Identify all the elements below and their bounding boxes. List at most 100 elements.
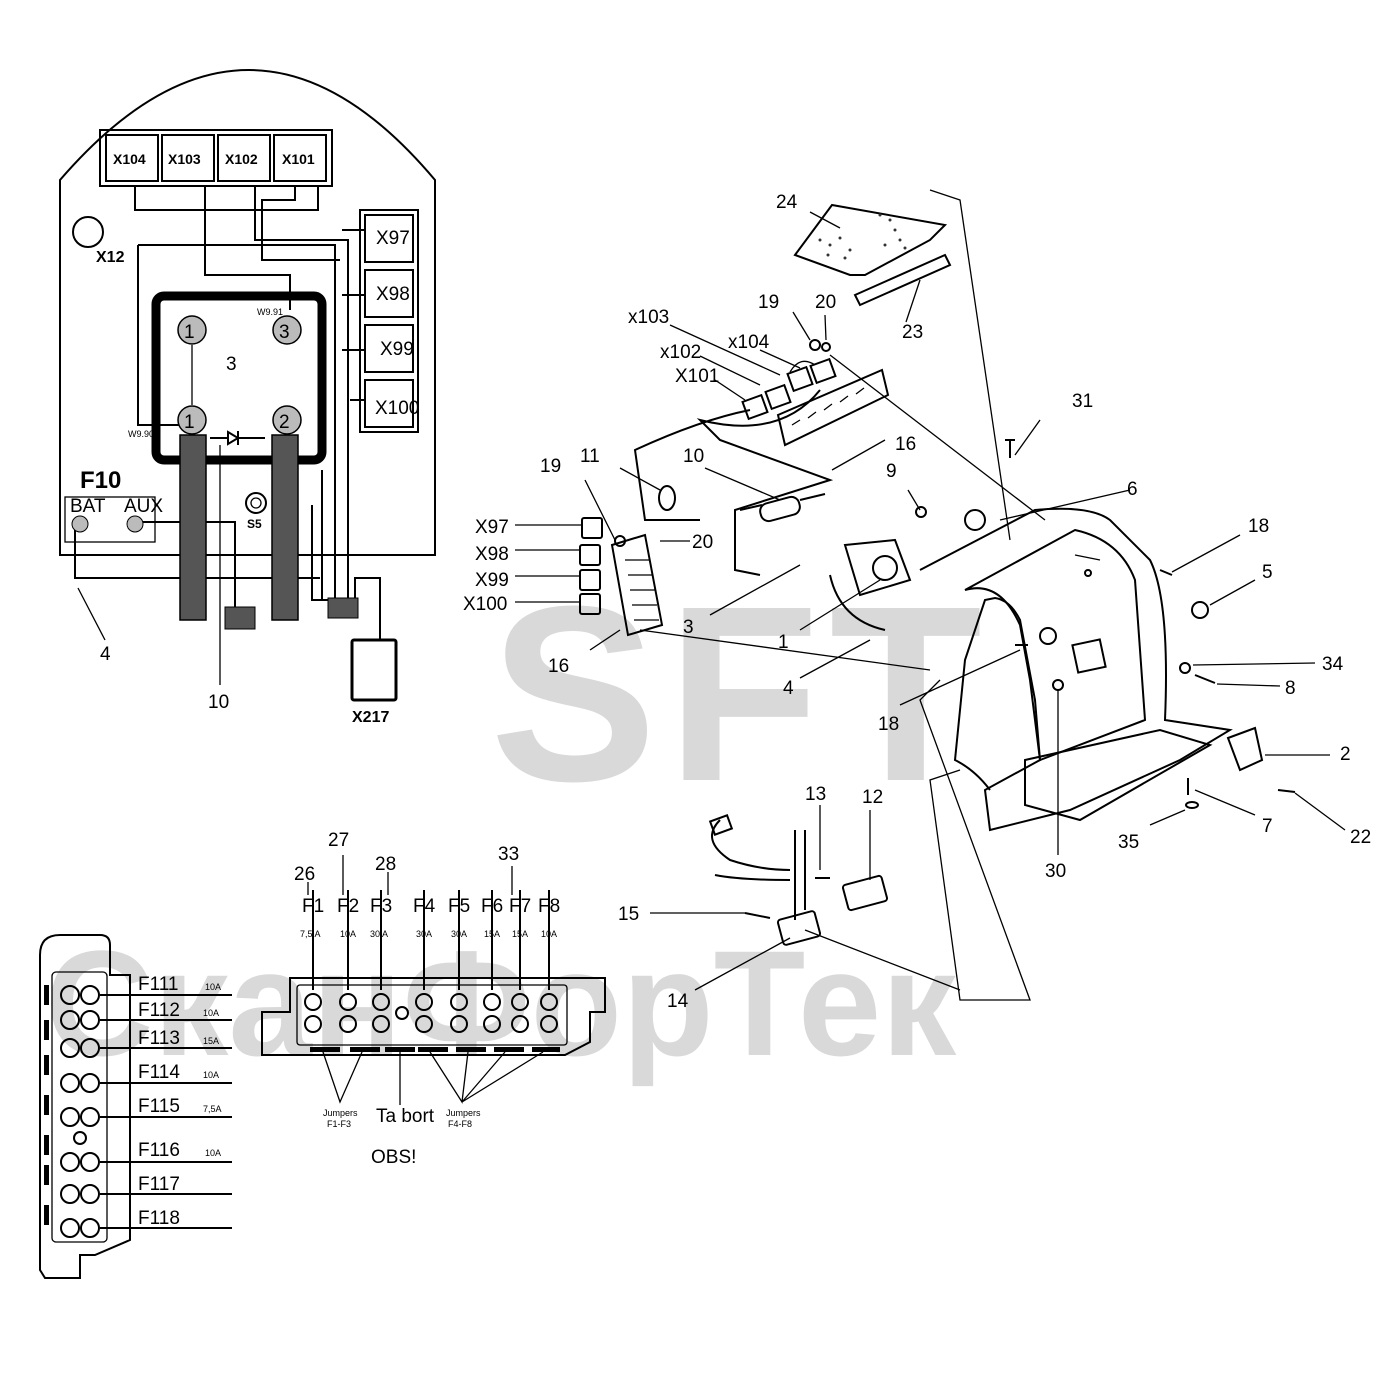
part-19-nut [809, 339, 821, 351]
fuse-f6 [483, 890, 501, 1033]
relay-connector-cluster [741, 357, 837, 421]
fuse-f7-name: F7 [509, 896, 531, 917]
part-3-label: 3 [683, 617, 694, 638]
part-5-button [1191, 601, 1209, 619]
label-x99: X99 [475, 570, 509, 591]
connector-housing [99, 129, 333, 187]
part-20-label: 20 [815, 292, 836, 313]
part-5-label: 5 [1262, 562, 1273, 583]
fuse-f117-name: F117 [138, 1174, 180, 1195]
side-connectors: X97 X98 X99 X100 [359, 209, 419, 433]
wire-harness [633, 389, 834, 576]
x217-label: X217 [352, 709, 389, 726]
fuse-f118-name: F118 [138, 1208, 180, 1229]
part-grommet [964, 509, 986, 531]
fuse-block-inner [51, 971, 108, 1243]
s5-label: S5 [247, 517, 262, 531]
part-22-bolt [1277, 789, 1296, 793]
part-9-label: 9 [886, 461, 897, 482]
fuse-f114-rating: 10A [203, 1070, 219, 1080]
relay-block [151, 291, 327, 465]
part-24-cover [793, 203, 948, 276]
label-x103: x103 [628, 307, 669, 328]
part-4-label: 4 [783, 678, 794, 699]
fuse-block-fuses [60, 985, 232, 1238]
label-x104: x104 [728, 332, 770, 353]
connector-x97 [364, 214, 414, 263]
bat-terminal [71, 515, 89, 533]
fuse-strip-callouts: 26 27 28 33 [294, 830, 519, 895]
fuse-f7 [511, 890, 529, 1033]
relays-x97-x100 [515, 517, 603, 615]
fuse-f4 [415, 890, 433, 1033]
part-14-clamp [776, 910, 822, 946]
fuse-strip-ratings: 7,5 A 10A 30 A 30A 30A 15A 15A 10A [300, 929, 557, 939]
jumpers-a-label: Jumpers [323, 1108, 358, 1118]
watermark-brand: SFT [490, 554, 992, 833]
part-9-nut [915, 506, 927, 518]
fuse-f116 [60, 1152, 232, 1172]
junction-panel: X104 X103 X102 X101 X12 X97 X98 X99 X100 [59, 69, 436, 726]
label-x98: X98 [475, 544, 509, 565]
part-1-label: 1 [778, 632, 789, 653]
part-16-relay-bank [610, 533, 664, 637]
callout-3: 3 [226, 354, 237, 375]
callout-28: 28 [375, 854, 396, 875]
fuse-f4-rating: 30A [416, 929, 432, 939]
label-x101: X101 [675, 366, 719, 387]
part-30-label: 30 [1045, 861, 1066, 882]
part-19-left-label: 19 [540, 456, 561, 477]
fuse-title: F10 [80, 467, 121, 494]
part-24-label: 24 [776, 192, 798, 213]
fuse-block-slots [44, 985, 49, 1225]
part-8-bolt [1194, 674, 1216, 684]
f10-fuse-holder [64, 496, 156, 543]
callout-10: 10 [208, 692, 229, 713]
label-x97: X97 [475, 517, 509, 538]
fuse-strip: F1 F2 F3 F4 F5 F6 F7 F8 7,5 A 10A 30 A 3… [261, 830, 606, 1168]
relay-pin-1-top-label: 1 [184, 322, 195, 343]
fuse-f113 [60, 1038, 232, 1058]
part-24-dots [818, 213, 907, 260]
label-x102: x102 [660, 342, 701, 363]
exploded-connector-labels: x103 x102 x104 X101 X97 X98 X99 X100 [463, 307, 770, 615]
fuse-block: F111 F112 F113 F114 F115 F116 F117 F118 … [39, 934, 232, 1279]
fuse-f2-rating: 10A [340, 929, 356, 939]
fuse-f1-rating: 7,5 A [300, 929, 321, 939]
callout-4: 4 [100, 644, 111, 665]
leader-lines [584, 211, 1346, 991]
fuse-f112-rating: 10A [203, 1008, 219, 1018]
relay-pin-2 [272, 405, 302, 435]
relay-pin-1-bottom-label: 1 [184, 412, 195, 433]
fuse-f117 [60, 1184, 232, 1204]
side-connector-housing [359, 209, 419, 433]
part-16-left-label: 16 [548, 656, 569, 677]
x12-terminal [72, 216, 104, 248]
bus-bar-right [271, 434, 299, 621]
connector-x98 [364, 269, 414, 318]
relay-pin-3-label: 3 [279, 322, 290, 343]
fuse-f111-rating: 10A [205, 982, 221, 992]
fuse-f3-rating: 30 A [370, 929, 388, 939]
connector-x101 [273, 134, 327, 182]
part-20-washer [821, 342, 831, 352]
fuse-f3-name: F3 [370, 896, 392, 917]
fuse-f113-rating: 15A [203, 1036, 219, 1046]
callout-33: 33 [498, 844, 519, 865]
aux-label: AUX [124, 496, 163, 517]
top-connectors: X104 X103 X102 X101 [99, 129, 333, 187]
part-2-switch [1226, 726, 1264, 772]
fuse-block-names: F111 F112 F113 F114 F115 F116 F117 F118 [138, 974, 180, 1229]
part-18-lower-label: 18 [878, 714, 899, 735]
fuse-f115-rating: 7,5A [203, 1104, 222, 1114]
callout-4-leader [77, 587, 106, 641]
bat-label: BAT [70, 496, 106, 517]
fuse-f5 [450, 890, 468, 1033]
x12-label: X12 [96, 249, 125, 266]
fuse-f8 [540, 890, 558, 1033]
jumpers-a-range: F1-F3 [327, 1119, 351, 1129]
part-19-label: 19 [758, 292, 779, 313]
s5-switch-inner [250, 497, 262, 509]
fuse-f118 [60, 1218, 232, 1238]
fuse-f115-name: F115 [138, 1096, 180, 1117]
